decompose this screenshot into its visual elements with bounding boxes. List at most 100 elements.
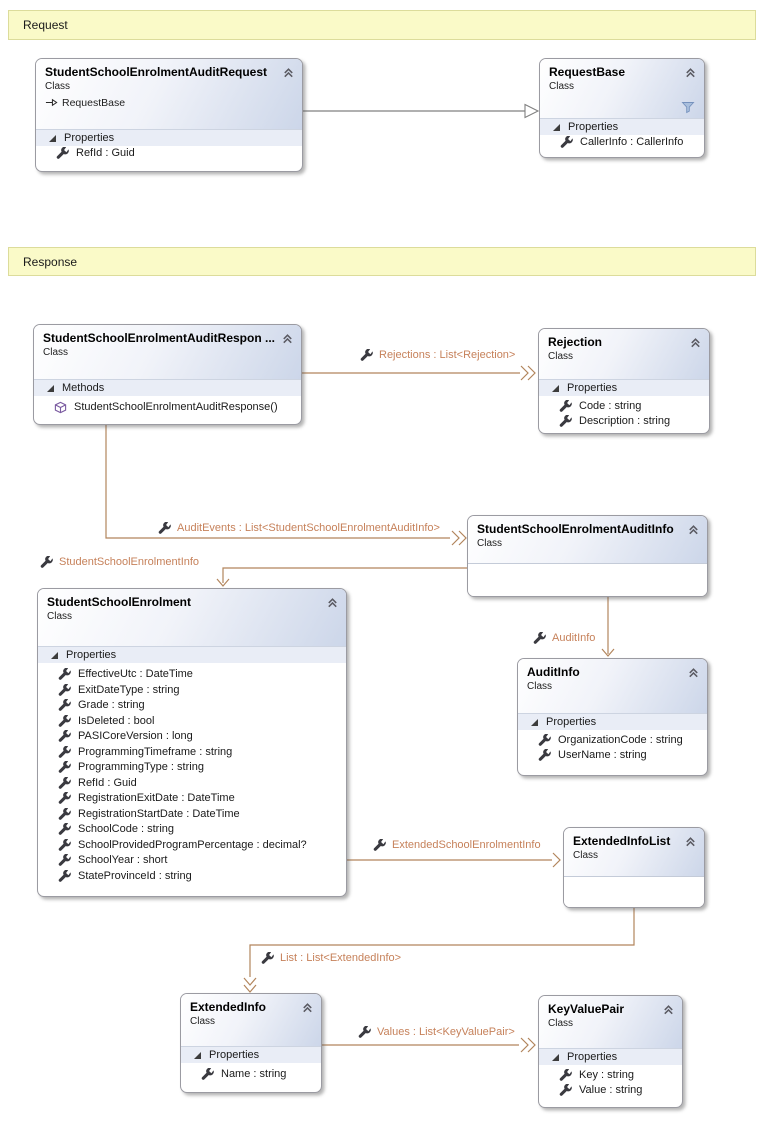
section-header-properties[interactable]: Properties xyxy=(38,646,346,663)
collapse-chevron-icon[interactable] xyxy=(282,66,295,79)
collapse-chevron-icon[interactable] xyxy=(687,666,700,679)
section-header-methods[interactable]: Methods xyxy=(34,379,301,396)
section-header-properties[interactable]: Properties xyxy=(518,713,707,730)
association-label-list[interactable]: List : List<ExtendedInfo> xyxy=(261,950,401,966)
class-header: StudentSchoolEnrolment Class xyxy=(38,589,346,646)
filter-funnel-icon[interactable] xyxy=(681,100,695,114)
association-rejections[interactable] xyxy=(302,365,536,381)
inherits-arrow-icon xyxy=(45,99,58,106)
expander-triangle-icon xyxy=(194,1051,201,1059)
class-title: RequestBase xyxy=(549,65,626,79)
member-row[interactable]: Grade : string xyxy=(38,698,346,714)
collapse-chevron-icon[interactable] xyxy=(301,1001,314,1014)
association-label-auditevents[interactable]: AuditEvents : List<StudentSchoolEnrolmen… xyxy=(158,520,440,536)
member-row[interactable]: UserName : string xyxy=(518,748,707,763)
member-row[interactable]: ProgrammingTimeframe : string xyxy=(38,745,346,761)
member-row[interactable]: Code : string xyxy=(539,399,709,414)
member-row[interactable]: RefId : Guid xyxy=(36,146,302,161)
class-box-studentschoolenrolmentauditresponse[interactable]: StudentSchoolEnrolmentAuditRespon ... Cl… xyxy=(33,324,302,425)
class-kind: Class xyxy=(190,1016,216,1027)
member-row[interactable]: ProgrammingType : string xyxy=(38,760,346,776)
member-row[interactable]: Key : string xyxy=(539,1068,682,1083)
request-group-banner[interactable]: Request xyxy=(8,10,756,40)
class-kind: Class xyxy=(548,351,574,362)
member-row[interactable]: PASICoreVersion : long xyxy=(38,729,346,745)
property-wrench-icon xyxy=(559,1069,572,1081)
member-row[interactable]: SchoolYear : short xyxy=(38,853,346,869)
member-row[interactable]: StudentSchoolEnrolmentAuditResponse() xyxy=(34,400,301,415)
member-row[interactable]: ExitDateType : string xyxy=(38,683,346,699)
class-box-rejection[interactable]: Rejection Class Properties Code : string… xyxy=(538,328,710,434)
method-cube-icon xyxy=(54,401,67,414)
class-box-keyvaluepair[interactable]: KeyValuePair Class Properties Key : stri… xyxy=(538,995,683,1108)
inheritance-connector-requestbase[interactable] xyxy=(303,103,540,119)
class-kind: Class xyxy=(43,347,69,358)
class-box-studentschoolenrolmentauditrequest[interactable]: StudentSchoolEnrolmentAuditRequest Class… xyxy=(35,58,303,172)
property-wrench-icon xyxy=(58,745,71,758)
property-wrench-icon xyxy=(559,1084,572,1096)
class-kind: Class xyxy=(573,850,599,861)
property-wrench-icon xyxy=(58,761,71,774)
member-row[interactable]: OrganizationCode : string xyxy=(518,733,707,748)
member-row[interactable]: EffectiveUtc : DateTime xyxy=(38,667,346,683)
association-label-auditinfo[interactable]: AuditInfo xyxy=(533,630,595,646)
section-header-properties[interactable]: Properties xyxy=(539,379,709,396)
member-row[interactable]: Name : string xyxy=(181,1067,321,1082)
class-box-requestbase[interactable]: RequestBase Class Properties CallerInfo … xyxy=(539,58,705,158)
collapse-chevron-icon[interactable] xyxy=(662,1003,675,1016)
member-row[interactable]: SchoolProvidedProgramPercentage : decima… xyxy=(38,838,346,854)
class-title: AuditInfo xyxy=(527,665,580,679)
association-enrolmentinfo[interactable] xyxy=(216,567,467,587)
collapse-chevron-icon[interactable] xyxy=(689,336,702,349)
property-wrench-icon xyxy=(158,521,171,534)
expander-triangle-icon xyxy=(552,384,559,392)
class-kind: Class xyxy=(477,538,503,549)
property-wrench-icon xyxy=(373,838,386,851)
association-auditinfo[interactable] xyxy=(601,597,615,657)
class-box-studentschoolenrolment[interactable]: StudentSchoolEnrolment Class Properties … xyxy=(37,588,347,897)
association-extendedschoolenrolmentinfo[interactable] xyxy=(347,852,561,868)
section-header-properties[interactable]: Properties xyxy=(539,1048,682,1065)
association-label-values[interactable]: Values : List<KeyValuePair> xyxy=(358,1024,515,1040)
association-label-rejections[interactable]: Rejections : List<Rejection> xyxy=(360,347,515,363)
section-header-properties[interactable]: Properties xyxy=(181,1046,321,1063)
member-row[interactable]: StateProvinceId : string xyxy=(38,869,346,885)
class-kind: Class xyxy=(527,681,553,692)
collapse-chevron-icon[interactable] xyxy=(281,332,294,345)
collapse-chevron-icon[interactable] xyxy=(326,596,339,609)
collapse-chevron-icon[interactable] xyxy=(687,523,700,536)
class-header: AuditInfo Class xyxy=(518,659,707,713)
class-title: StudentSchoolEnrolmentAuditRespon ... xyxy=(43,331,275,345)
member-row[interactable]: Description : string xyxy=(539,414,709,429)
property-wrench-icon xyxy=(201,1068,214,1080)
property-wrench-icon xyxy=(58,854,71,867)
class-box-auditinfo[interactable]: AuditInfo Class Properties OrganizationC… xyxy=(517,658,708,776)
class-empty-body xyxy=(468,563,707,596)
collapse-chevron-icon[interactable] xyxy=(684,66,697,79)
section-header-properties[interactable]: Properties xyxy=(36,129,302,146)
class-box-extendedinfolist[interactable]: ExtendedInfoList Class xyxy=(563,827,705,908)
association-label-extendedschoolenrolmentinfo[interactable]: ExtendedSchoolEnrolmentInfo xyxy=(373,837,541,853)
member-row[interactable]: CallerInfo : CallerInfo xyxy=(540,135,704,150)
expander-triangle-icon xyxy=(47,384,54,392)
member-row[interactable]: SchoolCode : string xyxy=(38,822,346,838)
member-row[interactable]: RefId : Guid xyxy=(38,776,346,792)
member-row[interactable]: IsDeleted : bool xyxy=(38,714,346,730)
class-header: KeyValuePair Class xyxy=(539,996,682,1048)
section-header-properties[interactable]: Properties xyxy=(540,118,704,135)
class-header: StudentSchoolEnrolmentAuditInfo Class xyxy=(468,516,707,563)
collapse-chevron-icon[interactable] xyxy=(684,835,697,848)
property-wrench-icon xyxy=(58,792,71,805)
property-wrench-icon xyxy=(559,415,572,427)
property-wrench-icon xyxy=(58,869,71,882)
class-box-extendedinfo[interactable]: ExtendedInfo Class Properties Name : str… xyxy=(180,993,322,1093)
association-values[interactable] xyxy=(322,1037,536,1053)
class-box-studentschoolenrolmentauditinfo[interactable]: StudentSchoolEnrolmentAuditInfo Class xyxy=(467,515,708,597)
member-row[interactable]: RegistrationStartDate : DateTime xyxy=(38,807,346,823)
response-group-banner[interactable]: Response xyxy=(8,247,756,276)
member-row[interactable]: RegistrationExitDate : DateTime xyxy=(38,791,346,807)
member-row[interactable]: Value : string xyxy=(539,1083,682,1098)
property-wrench-icon xyxy=(56,147,69,159)
association-label-studentschoolenrolmentinfo[interactable]: StudentSchoolEnrolmentInfo xyxy=(40,554,199,570)
